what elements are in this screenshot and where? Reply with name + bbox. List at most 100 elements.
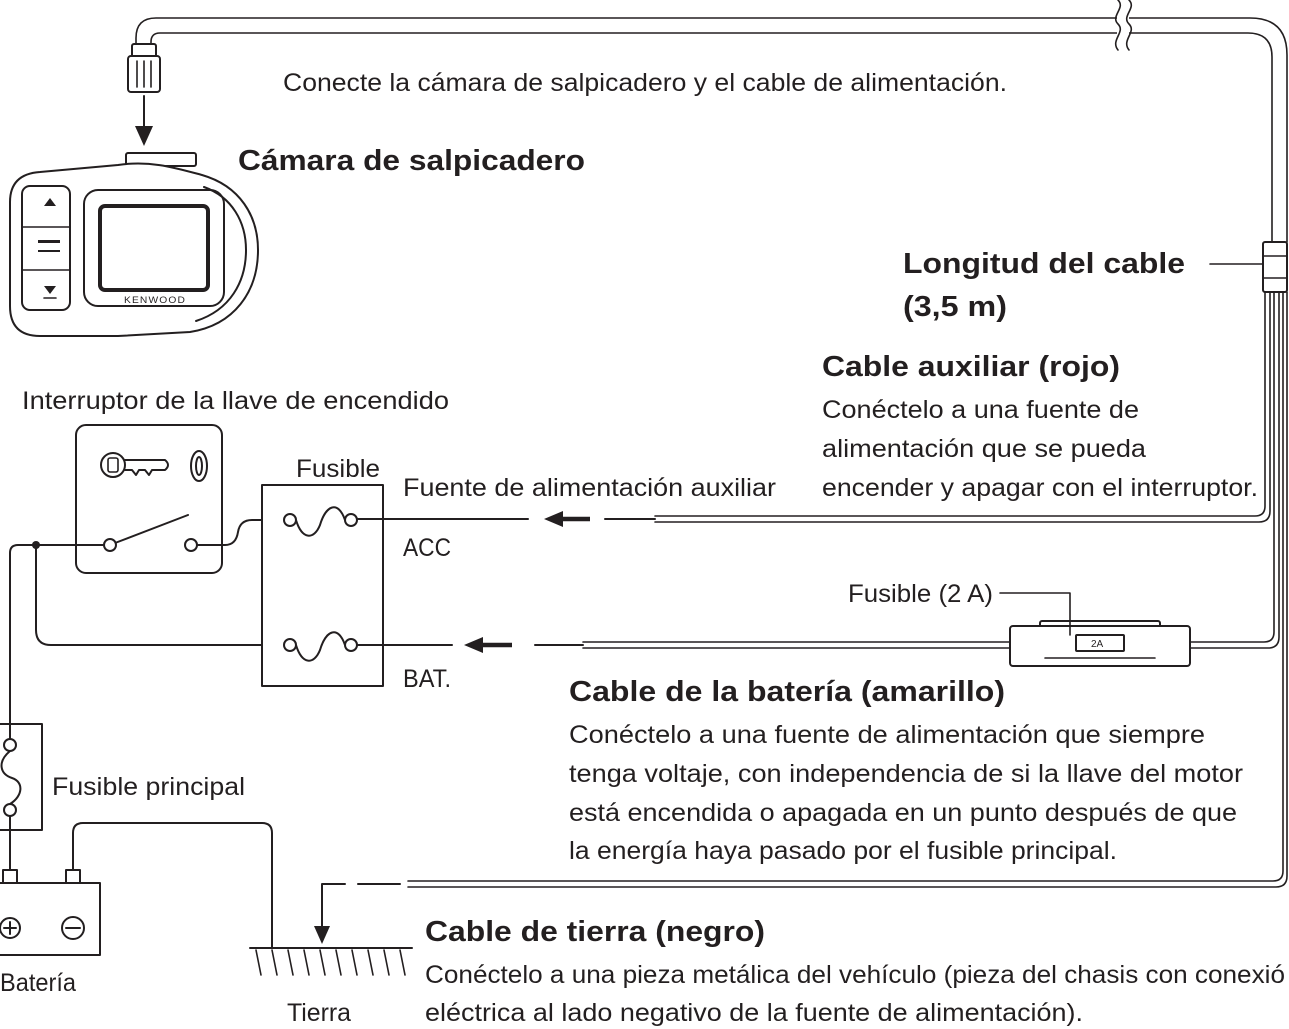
wire-junction-to-bat-fuse [35, 544, 285, 646]
aux-cable-title: Cable auxiliar (rojo) [822, 351, 1120, 383]
ground-hatch [319, 949, 326, 976]
aux-cable-description-line: Conéctelo a una fuente de [822, 396, 1139, 424]
ground-hatch [303, 949, 310, 976]
main-fuse-housing [0, 723, 43, 831]
positive-icon-ring [0, 917, 21, 939]
main-fuse-terminal [3, 803, 17, 817]
acc-fuse-terminal [344, 513, 358, 527]
ground-hatch [367, 949, 374, 976]
cable-break-mark [1125, 0, 1133, 51]
ground-cable-title: Cable de tierra (negro) [425, 916, 765, 948]
ground-icon [249, 947, 413, 976]
battery-label: Batería [0, 969, 76, 997]
ground-cable-line [407, 291, 1288, 888]
inline-fuse-leader [999, 592, 1071, 636]
ground-arrow-head [314, 926, 330, 944]
bat-fuse-element [295, 631, 346, 662]
aux-cable-line [654, 291, 1271, 523]
camera-screen-bezel [83, 189, 225, 307]
aux-cable [654, 291, 1271, 523]
ground-label: Tierra [287, 999, 351, 1027]
key-head [100, 452, 126, 478]
aux-cable-description-line: alimentación que se pueda [822, 435, 1146, 463]
switch-contact-left [103, 538, 117, 552]
key-blade [124, 459, 169, 476]
power-plug [127, 43, 161, 93]
switch-arm [114, 514, 189, 544]
battery-cable-description-line: está encendida o apagada en un punto des… [569, 799, 1237, 827]
battery-cable-description-line: la energía haya pasado por el fusible pr… [569, 837, 1117, 865]
bat-connection [356, 637, 584, 653]
switch-contact-right [184, 538, 198, 552]
power-cable-inner-line [150, 32, 1273, 243]
ground-hatch [351, 949, 358, 976]
cable-length-label: Longitud del cable [903, 248, 1185, 280]
up-button-icon [44, 198, 56, 206]
camera-rear-ring [195, 186, 247, 322]
keyhole-inner [195, 456, 203, 476]
acc-source-label: Fuente de alimentación auxiliar [403, 474, 776, 502]
ignition-switch [75, 424, 223, 574]
insert-arrow-icon [135, 95, 153, 146]
main-fuse-label: Fusible principal [52, 773, 245, 801]
key-head-slot [107, 457, 119, 473]
battery-negative-terminal [65, 869, 81, 884]
bat-arrow-head [464, 637, 483, 653]
bat-terminal-label: BAT. [403, 665, 451, 693]
aux-cable-line [654, 291, 1266, 517]
key-icon [100, 452, 169, 478]
acc-connection [356, 511, 656, 527]
down-button-icon [44, 286, 56, 294]
ignition-switch-housing [75, 424, 223, 574]
power-cable-outer-line [135, 17, 1288, 243]
camera-label: Cámara de salpicadero [238, 145, 585, 177]
negative-icon-ring [61, 916, 85, 940]
main-fuse [0, 723, 43, 831]
ground-cable [314, 291, 1288, 944]
ground-hatch [399, 949, 406, 976]
bat-fuse-terminal [283, 638, 297, 652]
camera-button-panel [21, 185, 71, 311]
battery-body [0, 882, 101, 956]
battery [0, 869, 101, 956]
camera-brand-logo: KENWOOD [124, 295, 186, 305]
wire-switch-to-main-fuse [9, 544, 105, 740]
fuse-rating-label: 2A [1091, 639, 1104, 650]
insert-arrow-head [135, 126, 153, 146]
ground-hatch [287, 949, 294, 976]
wire-battery-negative-to-ground [72, 822, 273, 948]
camera-screen [98, 204, 210, 292]
acc-fuse-terminal [283, 513, 297, 527]
instruction-text: Conecte la cámara de salpicadero y el ca… [283, 69, 1007, 97]
ground-cable-description-line: Conéctelo a una pieza metálica del vehíc… [425, 961, 1285, 989]
vehicle-wiring [9, 519, 285, 948]
fuse-box-label: Fusible [296, 455, 380, 483]
negative-icon [61, 916, 85, 940]
menu-button-marking [38, 250, 60, 252]
inline-fuse-holder: 2A [999, 592, 1191, 667]
ground-hatch [255, 949, 262, 976]
positive-icon [0, 917, 21, 939]
bat-fuse-terminal [344, 638, 358, 652]
battery-cable [582, 291, 1280, 649]
fuse-box [261, 484, 384, 687]
battery-cable-title: Cable de la batería (amarillo) [569, 676, 1005, 708]
main-fuse-element [0, 750, 22, 805]
ground-hatch [271, 949, 278, 976]
power-cable [135, 0, 1288, 293]
keyhole-icon [190, 450, 208, 482]
ignition-switch-label: Interruptor de la llave de encendido [22, 387, 449, 415]
ground-cable-description-line: eléctrica al lado negativo de la fuente … [425, 999, 1083, 1027]
dash-camera: KENWOOD [9, 152, 259, 337]
aux-cable-description-line: encender y apagar con el interruptor. [822, 474, 1258, 502]
acc-fuse-element [295, 506, 346, 537]
battery-cable-line [1189, 291, 1280, 649]
cable-sleeve [1262, 241, 1288, 293]
acc-arrow-head [544, 511, 563, 527]
ground-cable-line [407, 291, 1284, 882]
battery-positive-terminal [2, 869, 18, 884]
menu-button-marking [38, 240, 60, 243]
battery-cable-description-line: Conéctelo a una fuente de alimentación q… [569, 721, 1205, 749]
battery-cable-line [1189, 291, 1275, 643]
